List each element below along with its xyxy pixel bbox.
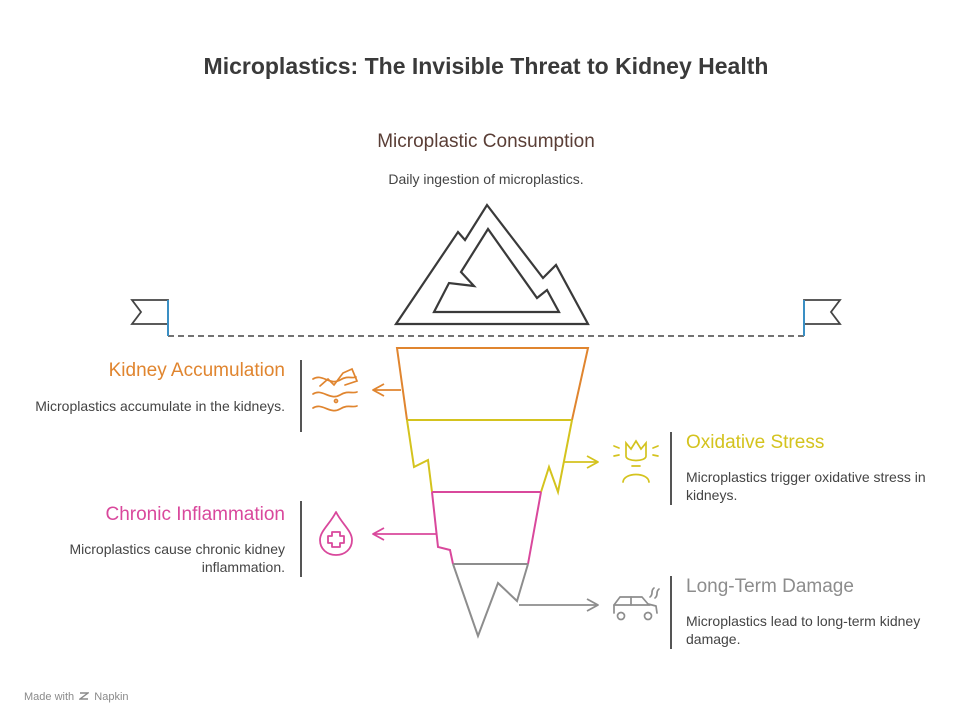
layer-long-term-damage [452, 563, 529, 639]
blood-drop-cross-icon [319, 511, 353, 556]
arrow-inflammation [372, 527, 436, 541]
consumption-description: Daily ingestion of microplastics. [388, 171, 584, 187]
left-flag-icon [130, 299, 169, 325]
oxidative-stress-heading: Oxidative Stress [686, 432, 825, 453]
broken-car-icon [613, 587, 660, 621]
kidney-accumulation-heading: Kidney Accumulation [108, 360, 285, 381]
kidney-accumulation-description: Microplastics accumulate in the kidneys. [35, 398, 285, 414]
layer-oxidative-stress [406, 419, 573, 496]
arrow-damage [519, 598, 599, 612]
footer-credit: Made with Napkin [24, 691, 129, 703]
kidney-icon [312, 367, 359, 412]
waterline [130, 299, 842, 337]
footer-brand: Napkin [94, 691, 129, 703]
layer-chronic-inflammation [431, 491, 542, 565]
long-term-damage-description: Microplastics lead to long-term kidney d… [686, 613, 921, 647]
page-title: Microplastics: The Invisible Threat to K… [203, 53, 769, 79]
arrow-kidney [372, 383, 401, 397]
long-term-damage-heading: Long-Term Damage [686, 576, 854, 597]
oxidative-stress-description: Microplastics trigger oxidative stress i… [686, 469, 926, 503]
stressed-person-icon [613, 439, 659, 483]
iceberg-tip [393, 203, 590, 326]
layer-kidney-accumulation [395, 347, 590, 421]
napkin-logo-icon [78, 691, 91, 701]
chronic-inflammation-heading: Chronic Inflammation [105, 504, 285, 525]
chronic-inflammation-description: Microplastics cause chronic kidney infla… [69, 541, 285, 575]
footer-prefix: Made with [24, 691, 75, 703]
right-flag-icon [803, 299, 842, 325]
consumption-heading: Microplastic Consumption [377, 131, 595, 152]
arrow-oxidative [563, 455, 599, 469]
